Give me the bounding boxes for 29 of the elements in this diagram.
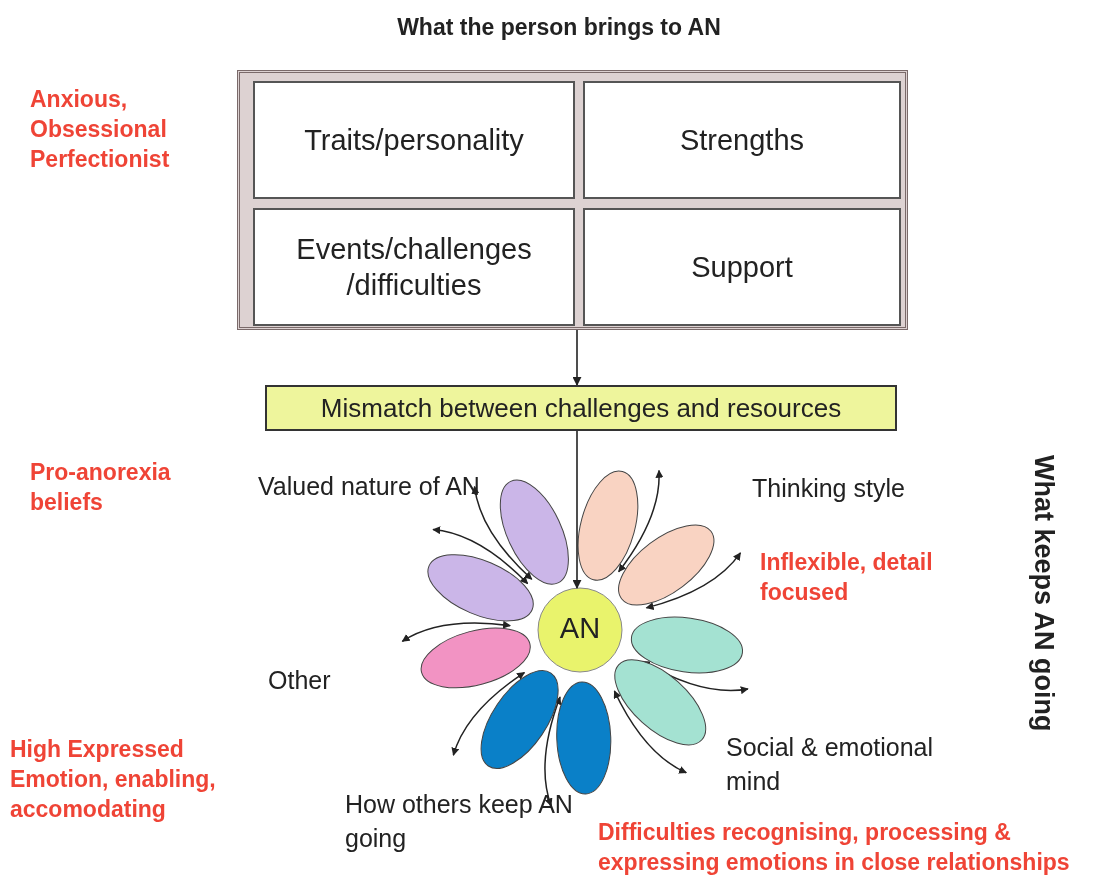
node-label: AN — [558, 612, 602, 645]
category-label: Thinking style — [752, 473, 906, 504]
process-box: Mismatch between challenges and resources — [265, 385, 897, 431]
flower-petal — [577, 470, 639, 581]
title: What the person brings to AN — [397, 14, 721, 40]
note-text: Pro-anorexia beliefs — [30, 458, 172, 517]
arrow — [572, 430, 582, 589]
category-label: Social & emotional mind — [726, 732, 935, 797]
flower-petal — [420, 627, 531, 689]
arrow — [572, 329, 582, 386]
flower-petal — [631, 616, 743, 674]
center-circle — [537, 587, 623, 673]
category-box: Support — [583, 208, 901, 326]
flower-petal — [618, 524, 715, 606]
note-text: High Expressed Emotion, enabling, accomodating — [10, 735, 217, 824]
flower-petal — [499, 479, 569, 585]
note-text: Difficulties recognising, processing & expressing emotions in close relationships — [598, 818, 1071, 877]
flower-petal — [427, 554, 534, 622]
category-box: Traits/personality — [253, 81, 575, 199]
flower-petal — [556, 681, 612, 795]
flower-petal — [480, 670, 559, 769]
note-text: Inflexible, detail focused — [760, 548, 934, 607]
outer-frame — [237, 70, 908, 330]
category-label: Other — [268, 665, 332, 696]
note-text: Anxious, Obsessional Perfectionist — [30, 85, 171, 174]
flower-petal — [614, 659, 707, 746]
category-box: Strengths — [583, 81, 901, 199]
side-heading: What keeps AN going — [1028, 455, 1059, 732]
category-box: Events/challenges /difficulties — [253, 208, 575, 326]
